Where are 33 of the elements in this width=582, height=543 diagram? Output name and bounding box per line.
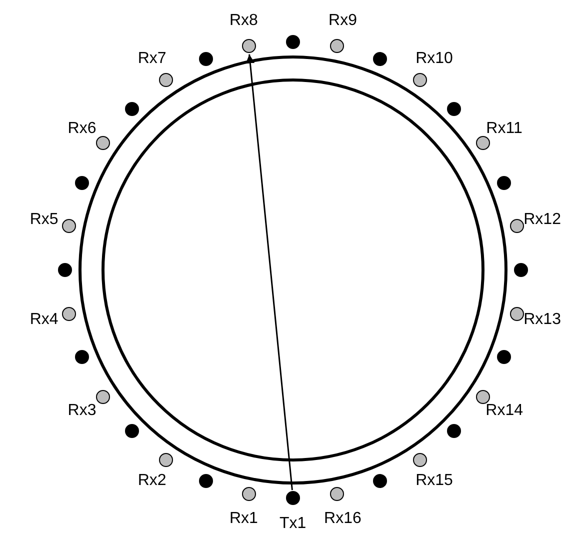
- sensor-label: Rx14: [486, 402, 524, 420]
- sensor-dot: [496, 350, 511, 364]
- sensor-label: Rx11: [486, 120, 522, 138]
- sensor-dot: [514, 263, 528, 277]
- sensor-label: Rx16: [324, 510, 362, 528]
- sensor-label: Rx5: [30, 211, 58, 230]
- sensor-label: Rx6: [68, 120, 96, 138]
- sensor-label: Rx8: [229, 12, 258, 30]
- sensor-label: Rx2: [138, 472, 166, 490]
- sensor-dot: [124, 102, 139, 116]
- sensor-dot: [373, 52, 388, 66]
- sensor-dot: [124, 424, 139, 438]
- arrow: [246, 54, 293, 490]
- sensor-dot: [373, 474, 388, 488]
- sensor-label: Rx7: [138, 50, 166, 68]
- sensor-label: Rx10: [416, 50, 453, 68]
- sensor-label: Rx4: [30, 310, 58, 329]
- sensor-dot: [496, 176, 511, 190]
- sensor-dot: [447, 102, 462, 116]
- sensor-label: Tx1: [280, 515, 306, 533]
- sensor-dot: [75, 350, 90, 364]
- sensor-dot: [198, 474, 213, 488]
- sensor-dot: [198, 52, 213, 66]
- sensor-label: Rx15: [416, 472, 453, 490]
- sensor-dot: [447, 424, 462, 438]
- sensor-dot: [75, 176, 90, 190]
- sensor-label: Rx1: [229, 510, 258, 528]
- sensor-label: Rx9: [328, 12, 357, 30]
- sensor-dot: [58, 263, 72, 277]
- sensor-label: Rx3: [68, 402, 96, 420]
- sensor-label: Rx12: [524, 211, 561, 230]
- sensor-label: Rx13: [524, 310, 561, 329]
- sensor-dot: [286, 35, 300, 49]
